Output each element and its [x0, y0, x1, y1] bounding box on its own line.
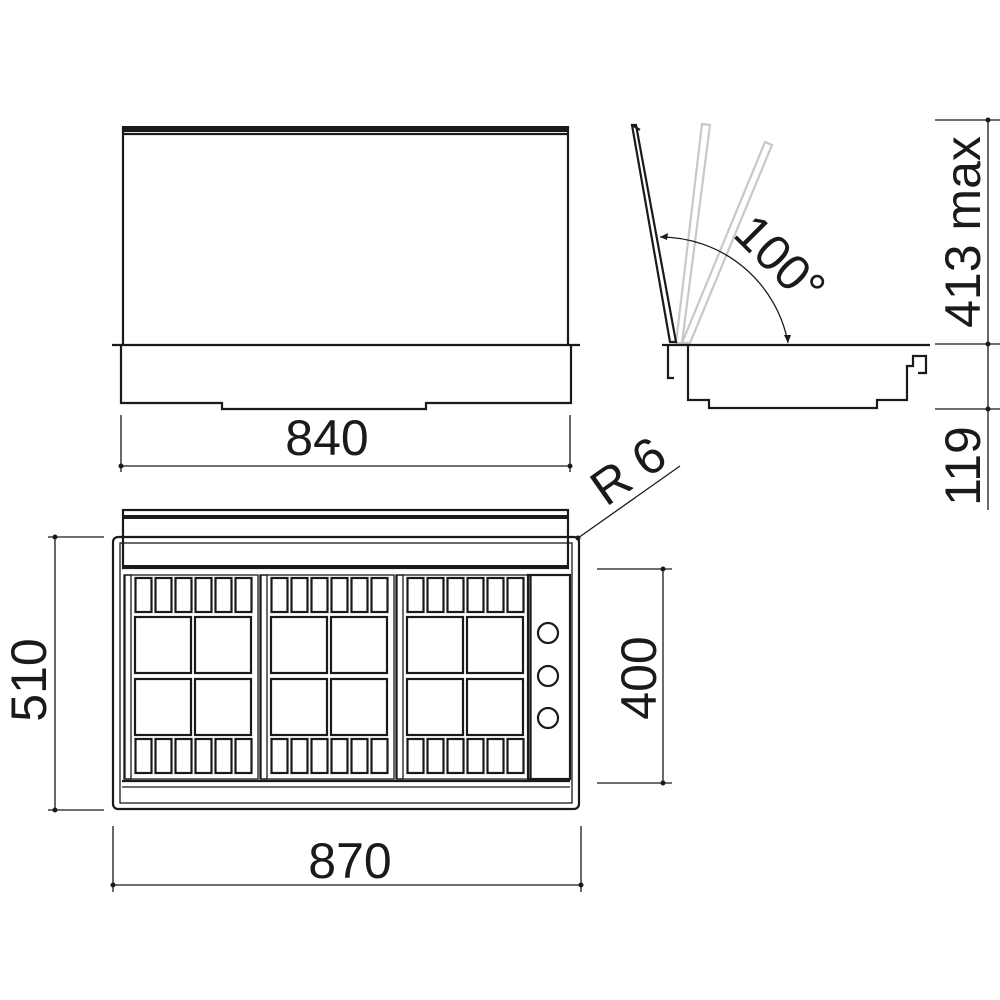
control-knob-icon [536, 706, 560, 730]
front-view [112, 126, 580, 472]
side-view [630, 117, 1000, 510]
front-width-label: 840 [285, 410, 368, 466]
radius-label: R 6 [580, 426, 676, 517]
lid-height-label: 413 max [935, 136, 991, 328]
inner-depth-label: 400 [611, 636, 667, 719]
plan-view [48, 465, 681, 892]
control-knob-icon [536, 664, 560, 688]
plan-width-label: 870 [308, 833, 391, 889]
body-height-label: 119 [935, 426, 991, 506]
control-knob-icon [536, 621, 560, 645]
plan-depth-label: 510 [1, 638, 57, 721]
